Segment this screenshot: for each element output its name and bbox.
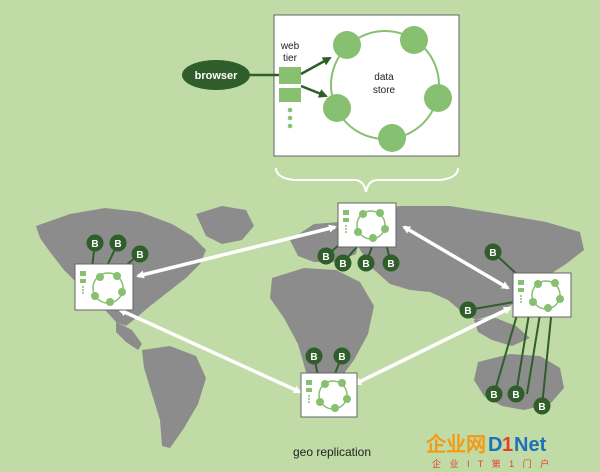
browser-badges: B B B B B B B B B B B B B B [86,234,551,415]
b-badge-au-1: B [485,385,503,403]
web-server-2 [279,88,301,102]
web-to-store-arrow-1 [300,56,332,76]
b-badge-eu-2: B [334,254,352,272]
browser-label: browser [195,70,239,82]
svg-text:B: B [464,306,471,317]
svg-text:企 业 I T 第 1 门 户: 企 业 I T 第 1 门 户 [432,458,552,469]
b-badge-au-2: B [507,385,525,403]
replication-arrows [118,224,512,394]
replication-arrow-eu-asia [402,225,510,290]
web-ellipsis-dot-3 [287,123,293,129]
b-badge-na-3: B [131,245,149,263]
replication-arrow-africa-asia [353,306,512,386]
b-badge-asia-1: B [484,243,502,261]
b-badge-au-4: B [533,397,551,415]
datacenter-north-america [74,263,134,311]
svg-text:B: B [489,248,496,259]
datacenter-asia [512,272,572,318]
data-node-5 [323,94,351,122]
web-tier-label-line1: web [280,41,300,52]
b-badge-na-2: B [109,234,127,252]
data-node-2 [400,26,428,54]
data-node-3 [424,84,452,112]
b-badge-eu-3: B [357,254,375,272]
web-ellipsis-dot-1 [287,107,293,113]
data-store-label-line1: data [374,72,394,83]
svg-text:Net: Net [514,434,547,456]
web-tier-label-line2: tier [283,53,298,64]
svg-text:B: B [512,390,519,401]
svg-text:D: D [488,434,502,456]
detail-bracket [275,167,459,193]
watermark-logo: 企业网 D 1 Net 企 业 I T 第 1 门 户 [425,432,552,469]
greenland-land [196,206,254,244]
browser-ellipse [182,60,250,90]
b-badge-na-1: B [86,234,104,252]
africa-land [270,268,374,394]
detail-panel [273,14,460,157]
replication-arrow-na-africa [118,308,302,394]
b-badge-asia-2: B [459,301,477,319]
b-badge-au-3 [519,386,536,403]
svg-text:B: B [387,259,394,270]
svg-text:B: B [322,252,329,263]
web-ellipsis-dot-2 [287,115,293,121]
svg-text:B: B [362,259,369,270]
data-node-1 [333,31,361,59]
svg-text:B: B [538,402,545,413]
south-america-land [142,346,206,448]
svg-text:B: B [338,352,345,363]
datacenter-europe [337,202,397,248]
data-store-label-line2: store [373,85,396,96]
svg-text:1: 1 [502,434,513,456]
b-badge-af-1: B [305,347,323,365]
caption: geo replication [293,445,371,459]
replication-arrow-na-eu [136,224,337,279]
svg-text:B: B [339,259,346,270]
svg-text:B: B [310,352,317,363]
b-badge-eu-4: B [382,254,400,272]
svg-text:B: B [114,239,121,250]
svg-text:企业网: 企业网 [425,432,486,456]
svg-text:B: B [490,390,497,401]
b-badge-eu-1: B [317,247,335,265]
svg-text:B: B [136,250,143,261]
datacenter-africa [300,372,358,418]
web-server-1 [279,67,301,84]
central-america-land [116,322,142,350]
b-badge-af-2: B [333,347,351,365]
data-node-4 [378,124,406,152]
web-to-store-arrow-2 [300,84,328,98]
svg-text:B: B [91,239,98,250]
